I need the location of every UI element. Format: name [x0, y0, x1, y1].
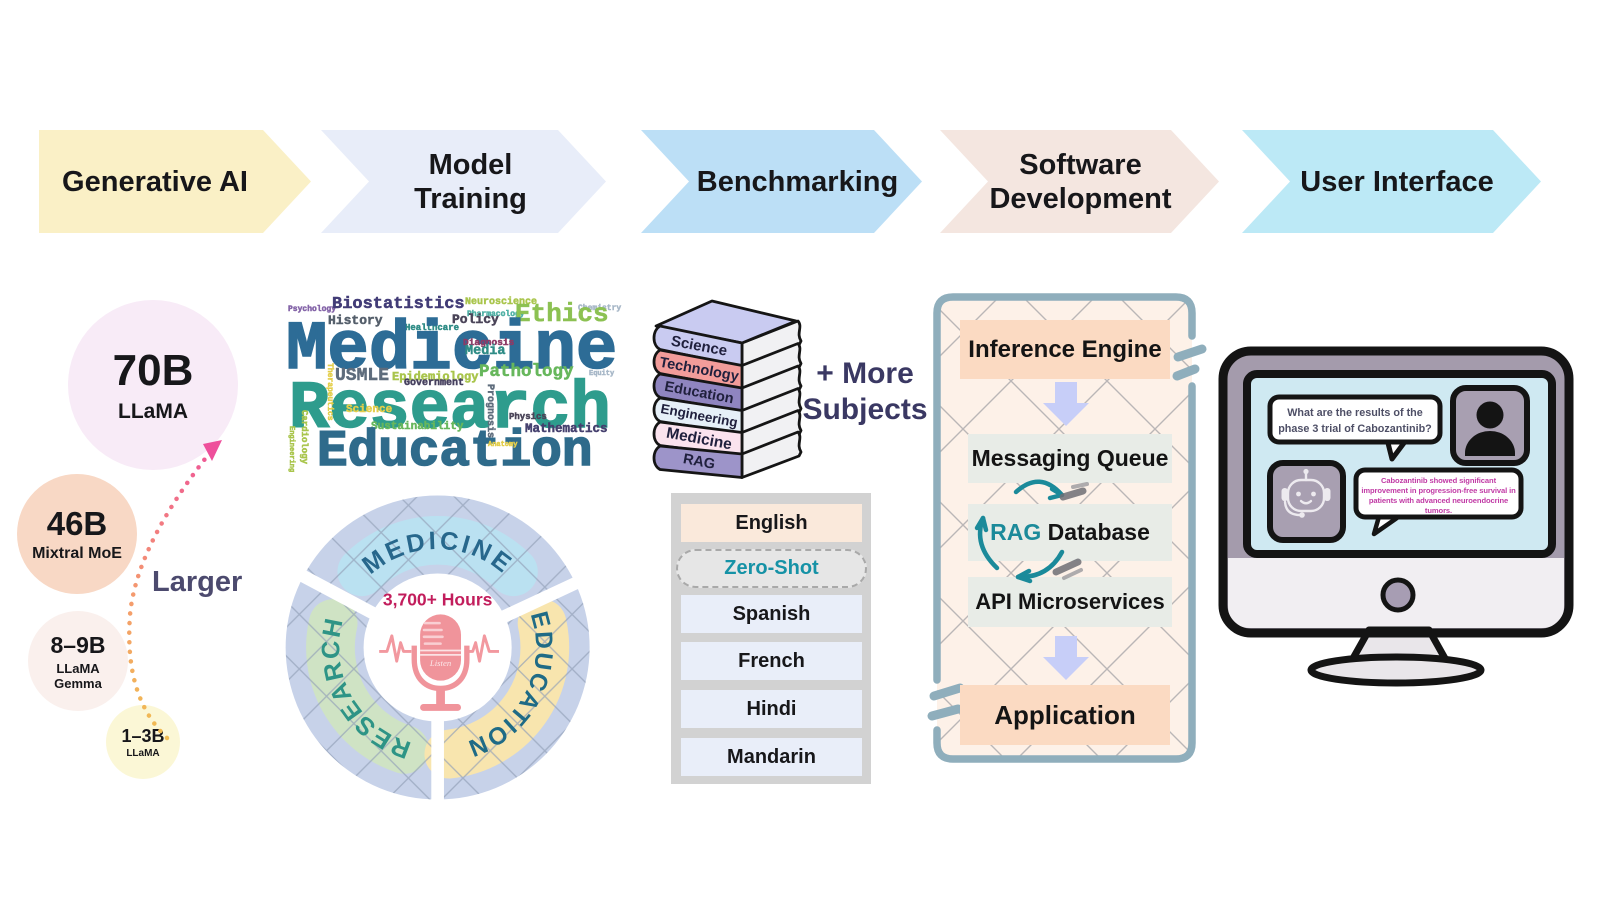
svg-text:phase 3 trial of Cabozantinib?: phase 3 trial of Cabozantinib?: [1278, 423, 1432, 435]
svg-text:improvement in progression-fre: improvement in progression-free survival…: [1361, 486, 1516, 495]
svg-text:Listen: Listen: [429, 658, 452, 668]
svg-text:RAG: RAG: [682, 451, 717, 473]
svg-text:Cabozantinib showed significan: Cabozantinib showed significant: [1381, 476, 1497, 485]
svg-text:tumors.: tumors.: [1425, 506, 1452, 515]
svg-text:What are the results of the: What are the results of the: [1287, 407, 1423, 419]
svg-text:patients with advanced neuroen: patients with advanced neuroendocrine: [1369, 496, 1508, 505]
svg-text:3,700+ Hours: 3,700+ Hours: [383, 590, 493, 610]
